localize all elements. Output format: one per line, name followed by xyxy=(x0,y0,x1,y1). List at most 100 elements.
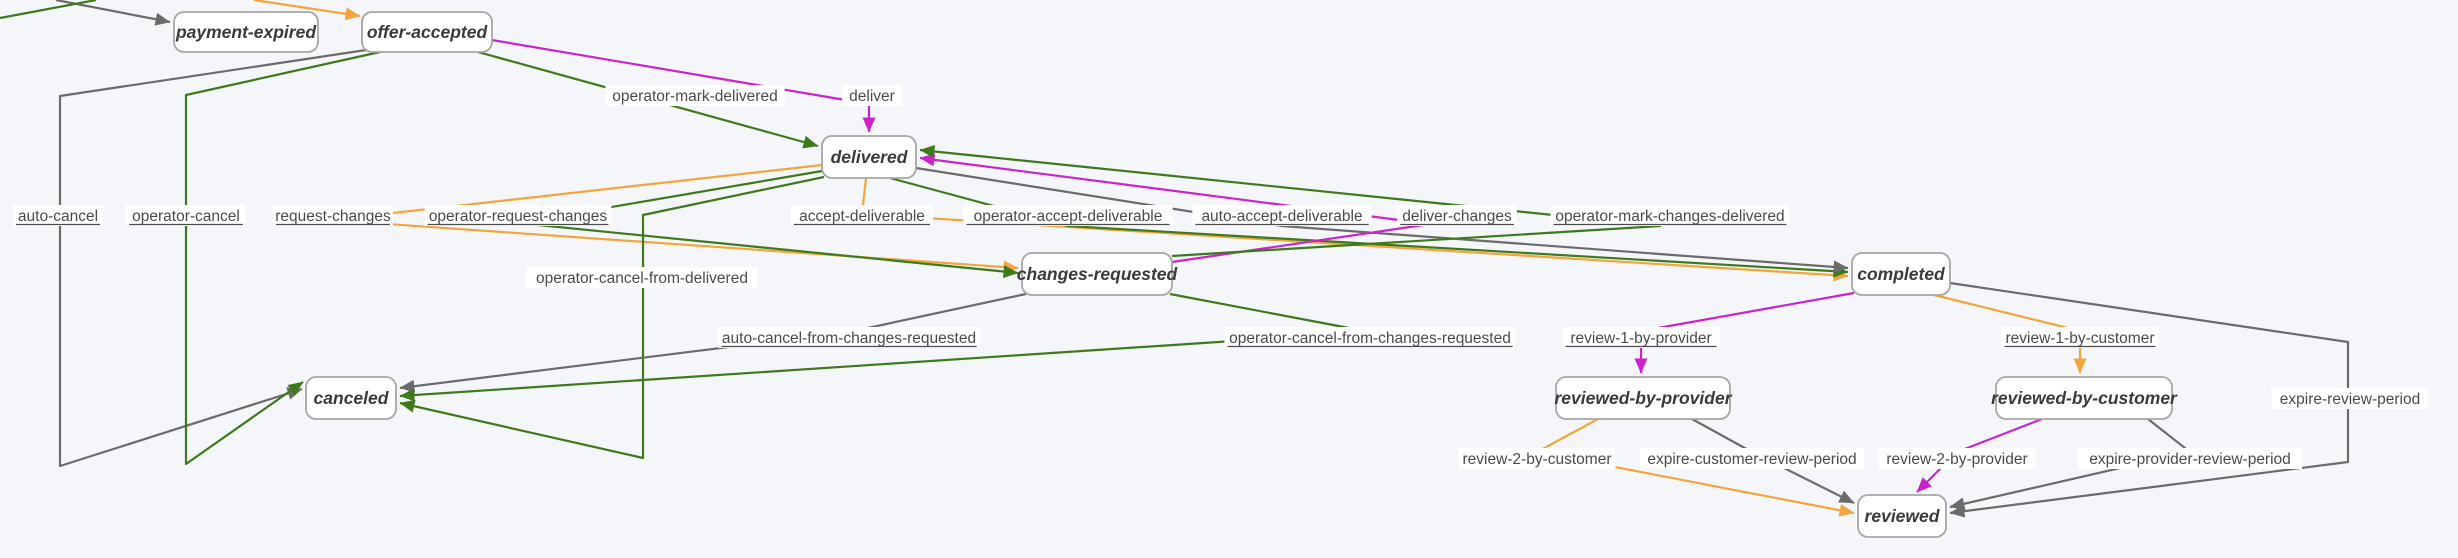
state-node-box[interactable] xyxy=(1857,494,1947,538)
transition-label-review-1-by-provider[interactable]: review-1-by-provider xyxy=(1562,327,1720,348)
transition-name-text: expire-provider-review-period xyxy=(2089,451,2291,468)
transition-label-accept-deliverable[interactable]: accept-deliverable xyxy=(790,205,934,226)
transition-label-review-2-by-customer: review-2-by-customer xyxy=(1458,448,1616,469)
state-node-reviewed-by-customer[interactable]: reviewed-by-customer xyxy=(1991,376,2178,420)
transition-label-review-2-by-provider: review-2-by-provider xyxy=(1878,448,2036,469)
transition-name-text[interactable]: auto-accept-deliverable xyxy=(1201,208,1362,225)
transition-name-text[interactable]: auto-cancel xyxy=(18,208,98,225)
transition-label-request-changes[interactable]: request-changes xyxy=(273,205,393,226)
transition-name-text: review-2-by-provider xyxy=(1886,451,2027,468)
transition-name-text: expire-customer-review-period xyxy=(1647,451,1856,468)
state-node-offer-accepted[interactable]: offer-accepted xyxy=(361,11,493,53)
label-background xyxy=(1562,327,1720,348)
transition-edge-crossing-line-top-left xyxy=(0,0,97,20)
transition-label-expire-customer-review-period: expire-customer-review-period xyxy=(1639,448,1865,469)
transition-label-operator-cancel[interactable]: operator-cancel xyxy=(126,205,246,226)
transition-name-text[interactable]: review-1-by-provider xyxy=(1570,330,1711,347)
label-background xyxy=(2271,388,2429,409)
transition-label-operator-cancel-from-changes-requested[interactable]: operator-cancel-from-changes-requested xyxy=(1224,327,1516,348)
transition-label-operator-mark-delivered: operator-mark-delivered xyxy=(605,85,785,106)
state-name-text: offer-accepted xyxy=(367,22,488,42)
label-background xyxy=(841,85,903,106)
transition-name-text[interactable]: operator-request-changes xyxy=(429,208,608,225)
labels-layer: deliver operator-mark-delivered auto-cance… xyxy=(13,85,2429,469)
state-node-reviewed[interactable]: reviewed xyxy=(1857,494,1947,538)
transition-edge-operator-cancel xyxy=(184,50,381,466)
label-background xyxy=(273,205,393,226)
label-background xyxy=(718,327,980,348)
transition-name-text[interactable]: operator-cancel xyxy=(132,208,240,225)
state-name-text: reviewed xyxy=(1865,506,1940,526)
transition-label-review-1-by-customer[interactable]: review-1-by-customer xyxy=(2001,327,2159,348)
state-name-text: payment-expired xyxy=(175,22,316,42)
state-node-delivered[interactable]: delivered xyxy=(821,135,917,179)
state-name-text: reviewed-by-customer xyxy=(1991,388,2178,408)
label-background xyxy=(424,205,612,226)
label-background xyxy=(126,205,246,226)
transition-name-text: review-2-by-customer xyxy=(1462,451,1611,468)
state-node-changes-requested[interactable]: changes-requested xyxy=(1017,252,1178,296)
transition-edge-operator-cancel-from-delivered xyxy=(399,175,825,460)
state-node-payment-expired[interactable]: payment-expired xyxy=(173,11,319,53)
state-node-box[interactable] xyxy=(361,11,493,53)
transition-label-auto-cancel-from-changes-requested[interactable]: auto-cancel-from-changes-requested xyxy=(718,327,980,348)
label-background xyxy=(2001,327,2159,348)
state-node-box[interactable] xyxy=(1995,376,2173,420)
edges-layer xyxy=(0,0,2350,518)
label-background xyxy=(790,205,934,226)
label-background xyxy=(1458,448,1616,469)
transition-name-text[interactable]: deliver-changes xyxy=(1402,208,1512,225)
state-node-box[interactable] xyxy=(1555,376,1731,420)
state-name-text: canceled xyxy=(314,388,389,408)
transition-name-text[interactable]: request-changes xyxy=(275,208,391,225)
nodes-layer: payment-expired offer-accepted delivered ch… xyxy=(173,11,2178,538)
transition-label-operator-accept-deliverable[interactable]: operator-accept-deliverable xyxy=(963,205,1173,226)
state-node-reviewed-by-provider[interactable]: reviewed-by-provider xyxy=(1555,376,1733,420)
transition-label-deliver-changes[interactable]: deliver-changes xyxy=(1397,205,1517,226)
transition-label-auto-cancel[interactable]: auto-cancel xyxy=(13,205,103,226)
state-node-canceled[interactable]: canceled xyxy=(305,376,397,420)
state-node-box[interactable] xyxy=(1851,252,1951,296)
label-background xyxy=(1639,448,1865,469)
transition-name-text: deliver xyxy=(849,88,895,105)
transition-name-text: operator-mark-delivered xyxy=(612,88,777,105)
label-background xyxy=(13,205,103,226)
transition-name-text[interactable]: operator-accept-deliverable xyxy=(974,208,1163,225)
label-background xyxy=(605,85,785,106)
state-node-box[interactable] xyxy=(821,135,917,179)
transition-name-text[interactable]: auto-cancel-from-changes-requested xyxy=(722,330,976,347)
state-name-text: reviewed-by-provider xyxy=(1555,388,1733,408)
transition-name-text[interactable]: operator-cancel-from-changes-requested xyxy=(1229,330,1511,347)
transition-name-text: operator-cancel-from-delivered xyxy=(536,270,748,287)
label-background xyxy=(526,267,758,288)
state-node-box[interactable] xyxy=(173,11,319,53)
transition-name-text[interactable]: review-1-by-customer xyxy=(2005,330,2154,347)
transition-name-text[interactable]: accept-deliverable xyxy=(799,208,925,225)
label-background xyxy=(1192,205,1372,226)
transition-name-text: expire-review-period xyxy=(2280,391,2420,408)
transition-edge-auto-cancel xyxy=(58,48,367,468)
label-background xyxy=(1550,205,1790,226)
state-node-completed[interactable]: completed xyxy=(1851,252,1951,296)
label-background xyxy=(1224,327,1516,348)
transition-label-expire-review-period: expire-review-period xyxy=(2271,388,2429,409)
transition-label-operator-mark-changes-delivered[interactable]: operator-mark-changes-delivered xyxy=(1550,205,1790,226)
state-name-text: delivered xyxy=(831,147,908,167)
state-name-text: changes-requested xyxy=(1017,264,1178,284)
state-node-box[interactable] xyxy=(1021,252,1173,296)
transition-label-expire-provider-review-period: expire-provider-review-period xyxy=(2077,448,2303,469)
transition-label-auto-accept-deliverable[interactable]: auto-accept-deliverable xyxy=(1192,205,1372,226)
transition-name-text[interactable]: operator-mark-changes-delivered xyxy=(1555,208,1784,225)
label-background xyxy=(1397,205,1517,226)
transition-label-deliver: deliver xyxy=(841,85,903,106)
state-node-box[interactable] xyxy=(305,376,397,420)
transition-label-operator-request-changes[interactable]: operator-request-changes xyxy=(424,205,612,226)
label-background xyxy=(2077,448,2303,469)
transition-label-operator-cancel-from-delivered: operator-cancel-from-delivered xyxy=(526,267,758,288)
label-background xyxy=(963,205,1173,226)
transition-edge-incoming-to-offer-accepted xyxy=(253,0,361,21)
transition-edge-accept-deliverable xyxy=(860,177,1849,282)
state-name-text: completed xyxy=(1857,264,1945,284)
